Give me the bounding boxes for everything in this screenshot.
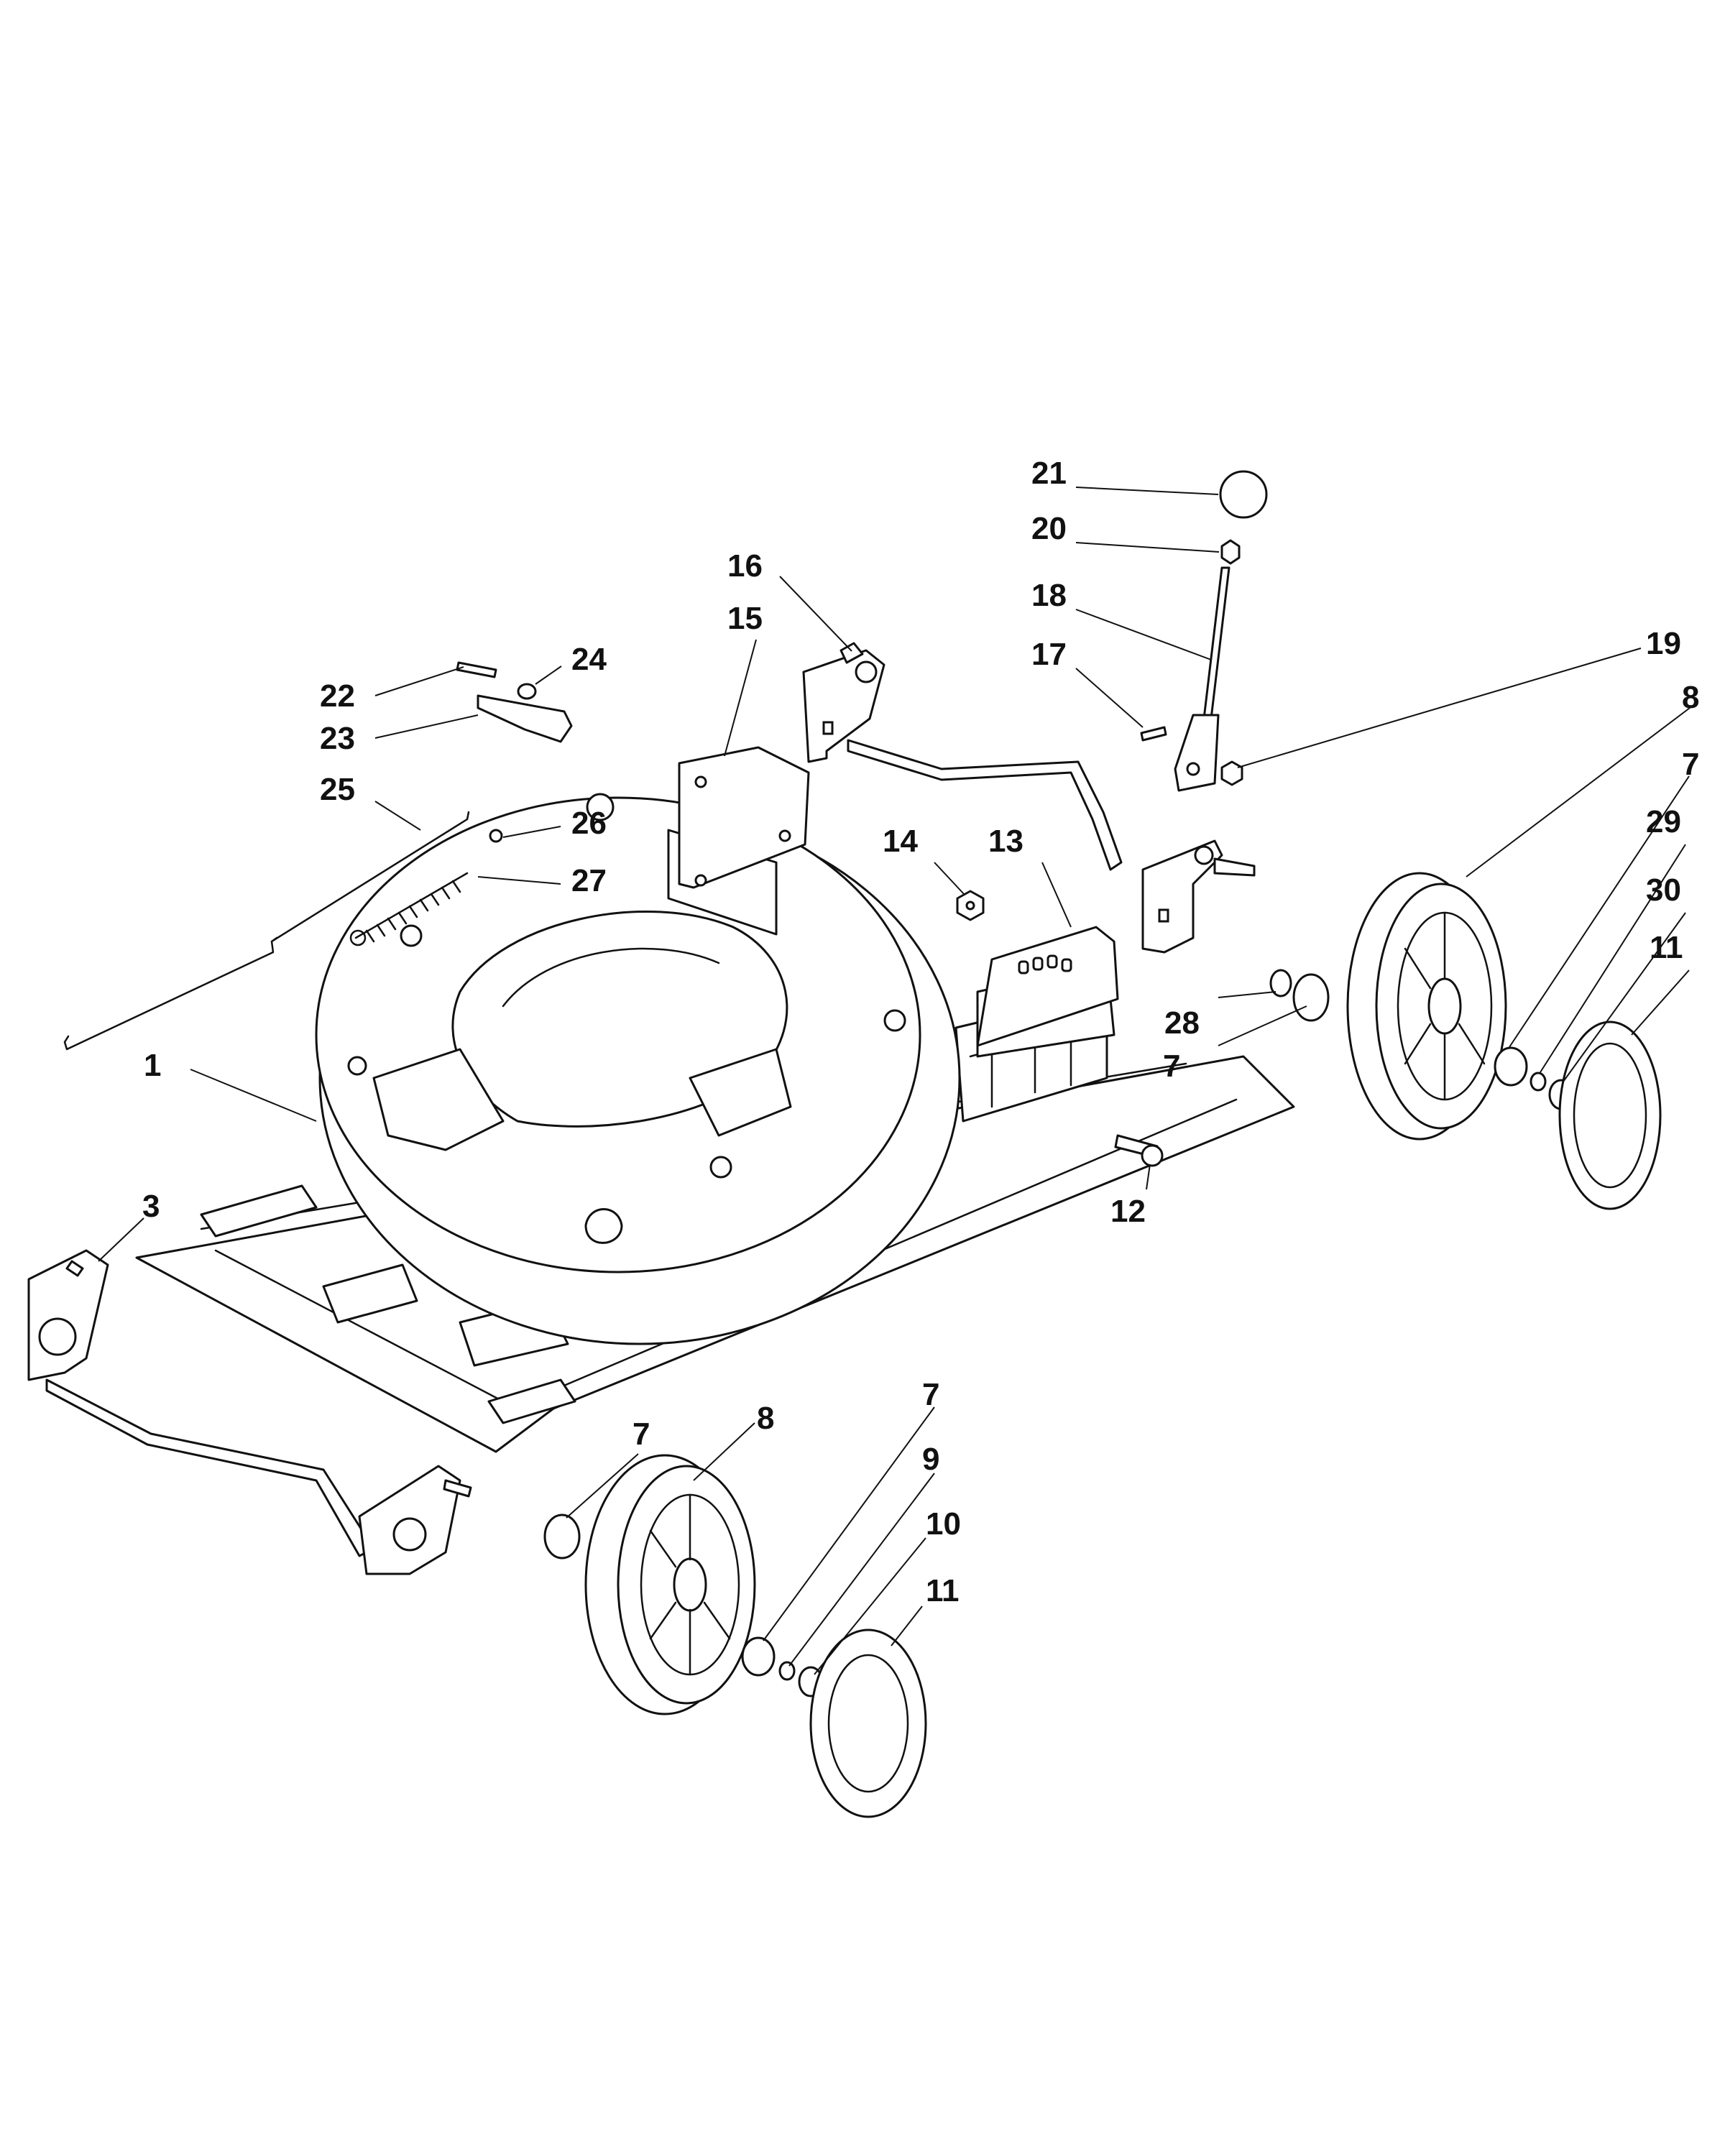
wheel-lower bbox=[543, 1454, 927, 1818]
rear-guard-left bbox=[678, 746, 810, 889]
callout-7-lower-right: 7 bbox=[922, 1377, 939, 1412]
bearing-7-lower-left bbox=[543, 1514, 581, 1560]
bearing-7-upper-right bbox=[1494, 1046, 1528, 1087]
callout-19: 19 bbox=[1646, 626, 1681, 661]
callout-labels: 21 20 16 18 15 24 17 19 22 8 23 7 25 26 … bbox=[142, 456, 1699, 1608]
bolt-17 bbox=[1140, 726, 1167, 742]
callout-7-upper-right: 7 bbox=[1682, 747, 1699, 782]
washer-26 bbox=[489, 829, 503, 843]
rear-axle-assembly bbox=[802, 642, 1256, 954]
plate-23 bbox=[477, 694, 573, 743]
callout-3: 3 bbox=[142, 1189, 160, 1224]
callout-8-lower: 8 bbox=[757, 1401, 774, 1436]
washer-24 bbox=[517, 683, 537, 700]
leader-lines bbox=[98, 487, 1690, 1675]
washer-28 bbox=[1269, 969, 1292, 998]
callout-24: 24 bbox=[571, 642, 607, 677]
rod-25 bbox=[63, 811, 470, 1051]
callout-10: 10 bbox=[926, 1506, 961, 1542]
callout-7-lower-left: 7 bbox=[632, 1416, 650, 1452]
callout-20: 20 bbox=[1031, 511, 1067, 546]
rear-guard-right bbox=[976, 926, 1119, 1047]
callout-21: 21 bbox=[1031, 456, 1067, 491]
callout-16: 16 bbox=[727, 548, 763, 584]
callout-13: 13 bbox=[988, 824, 1024, 859]
callout-25: 25 bbox=[320, 772, 355, 807]
callout-30: 30 bbox=[1646, 872, 1681, 908]
callout-17: 17 bbox=[1031, 637, 1067, 672]
callout-11-lower: 11 bbox=[926, 1573, 960, 1608]
callout-23: 23 bbox=[320, 721, 355, 756]
knob-21 bbox=[1219, 470, 1268, 519]
bearing-7-lower-right bbox=[741, 1636, 776, 1677]
washer-29 bbox=[1530, 1072, 1547, 1092]
callout-18: 18 bbox=[1031, 578, 1067, 613]
callout-1: 1 bbox=[144, 1048, 161, 1083]
nut-19 bbox=[1220, 760, 1243, 786]
washer-9 bbox=[778, 1661, 796, 1681]
bearing-7-upper-left bbox=[1292, 973, 1330, 1022]
bolt-22 bbox=[456, 661, 497, 678]
callout-8-upper: 8 bbox=[1682, 680, 1699, 715]
callout-27: 27 bbox=[571, 863, 607, 898]
callout-22: 22 bbox=[320, 678, 355, 714]
upper-left-hardware bbox=[63, 661, 573, 1051]
mower-deck bbox=[135, 793, 1295, 1453]
callout-11-upper: 11 bbox=[1650, 930, 1683, 965]
hubcap-11-upper bbox=[1558, 1021, 1662, 1210]
callout-12: 12 bbox=[1110, 1194, 1146, 1229]
height-adjust-lever bbox=[1140, 470, 1268, 792]
nut-14 bbox=[956, 890, 985, 921]
spring-27 bbox=[349, 872, 469, 946]
wheel-upper-right bbox=[1269, 872, 1662, 1210]
callout-15: 15 bbox=[727, 601, 763, 636]
front-axle-3 bbox=[27, 1249, 472, 1575]
bolt-12 bbox=[1114, 1134, 1164, 1167]
nut-20 bbox=[1220, 539, 1241, 565]
callout-14: 14 bbox=[883, 824, 918, 859]
callout-26: 26 bbox=[571, 806, 607, 841]
callout-29: 29 bbox=[1646, 804, 1681, 839]
callout-9: 9 bbox=[922, 1442, 939, 1477]
callout-28: 28 bbox=[1164, 1005, 1200, 1041]
callout-7-upper-left: 7 bbox=[1163, 1049, 1180, 1084]
